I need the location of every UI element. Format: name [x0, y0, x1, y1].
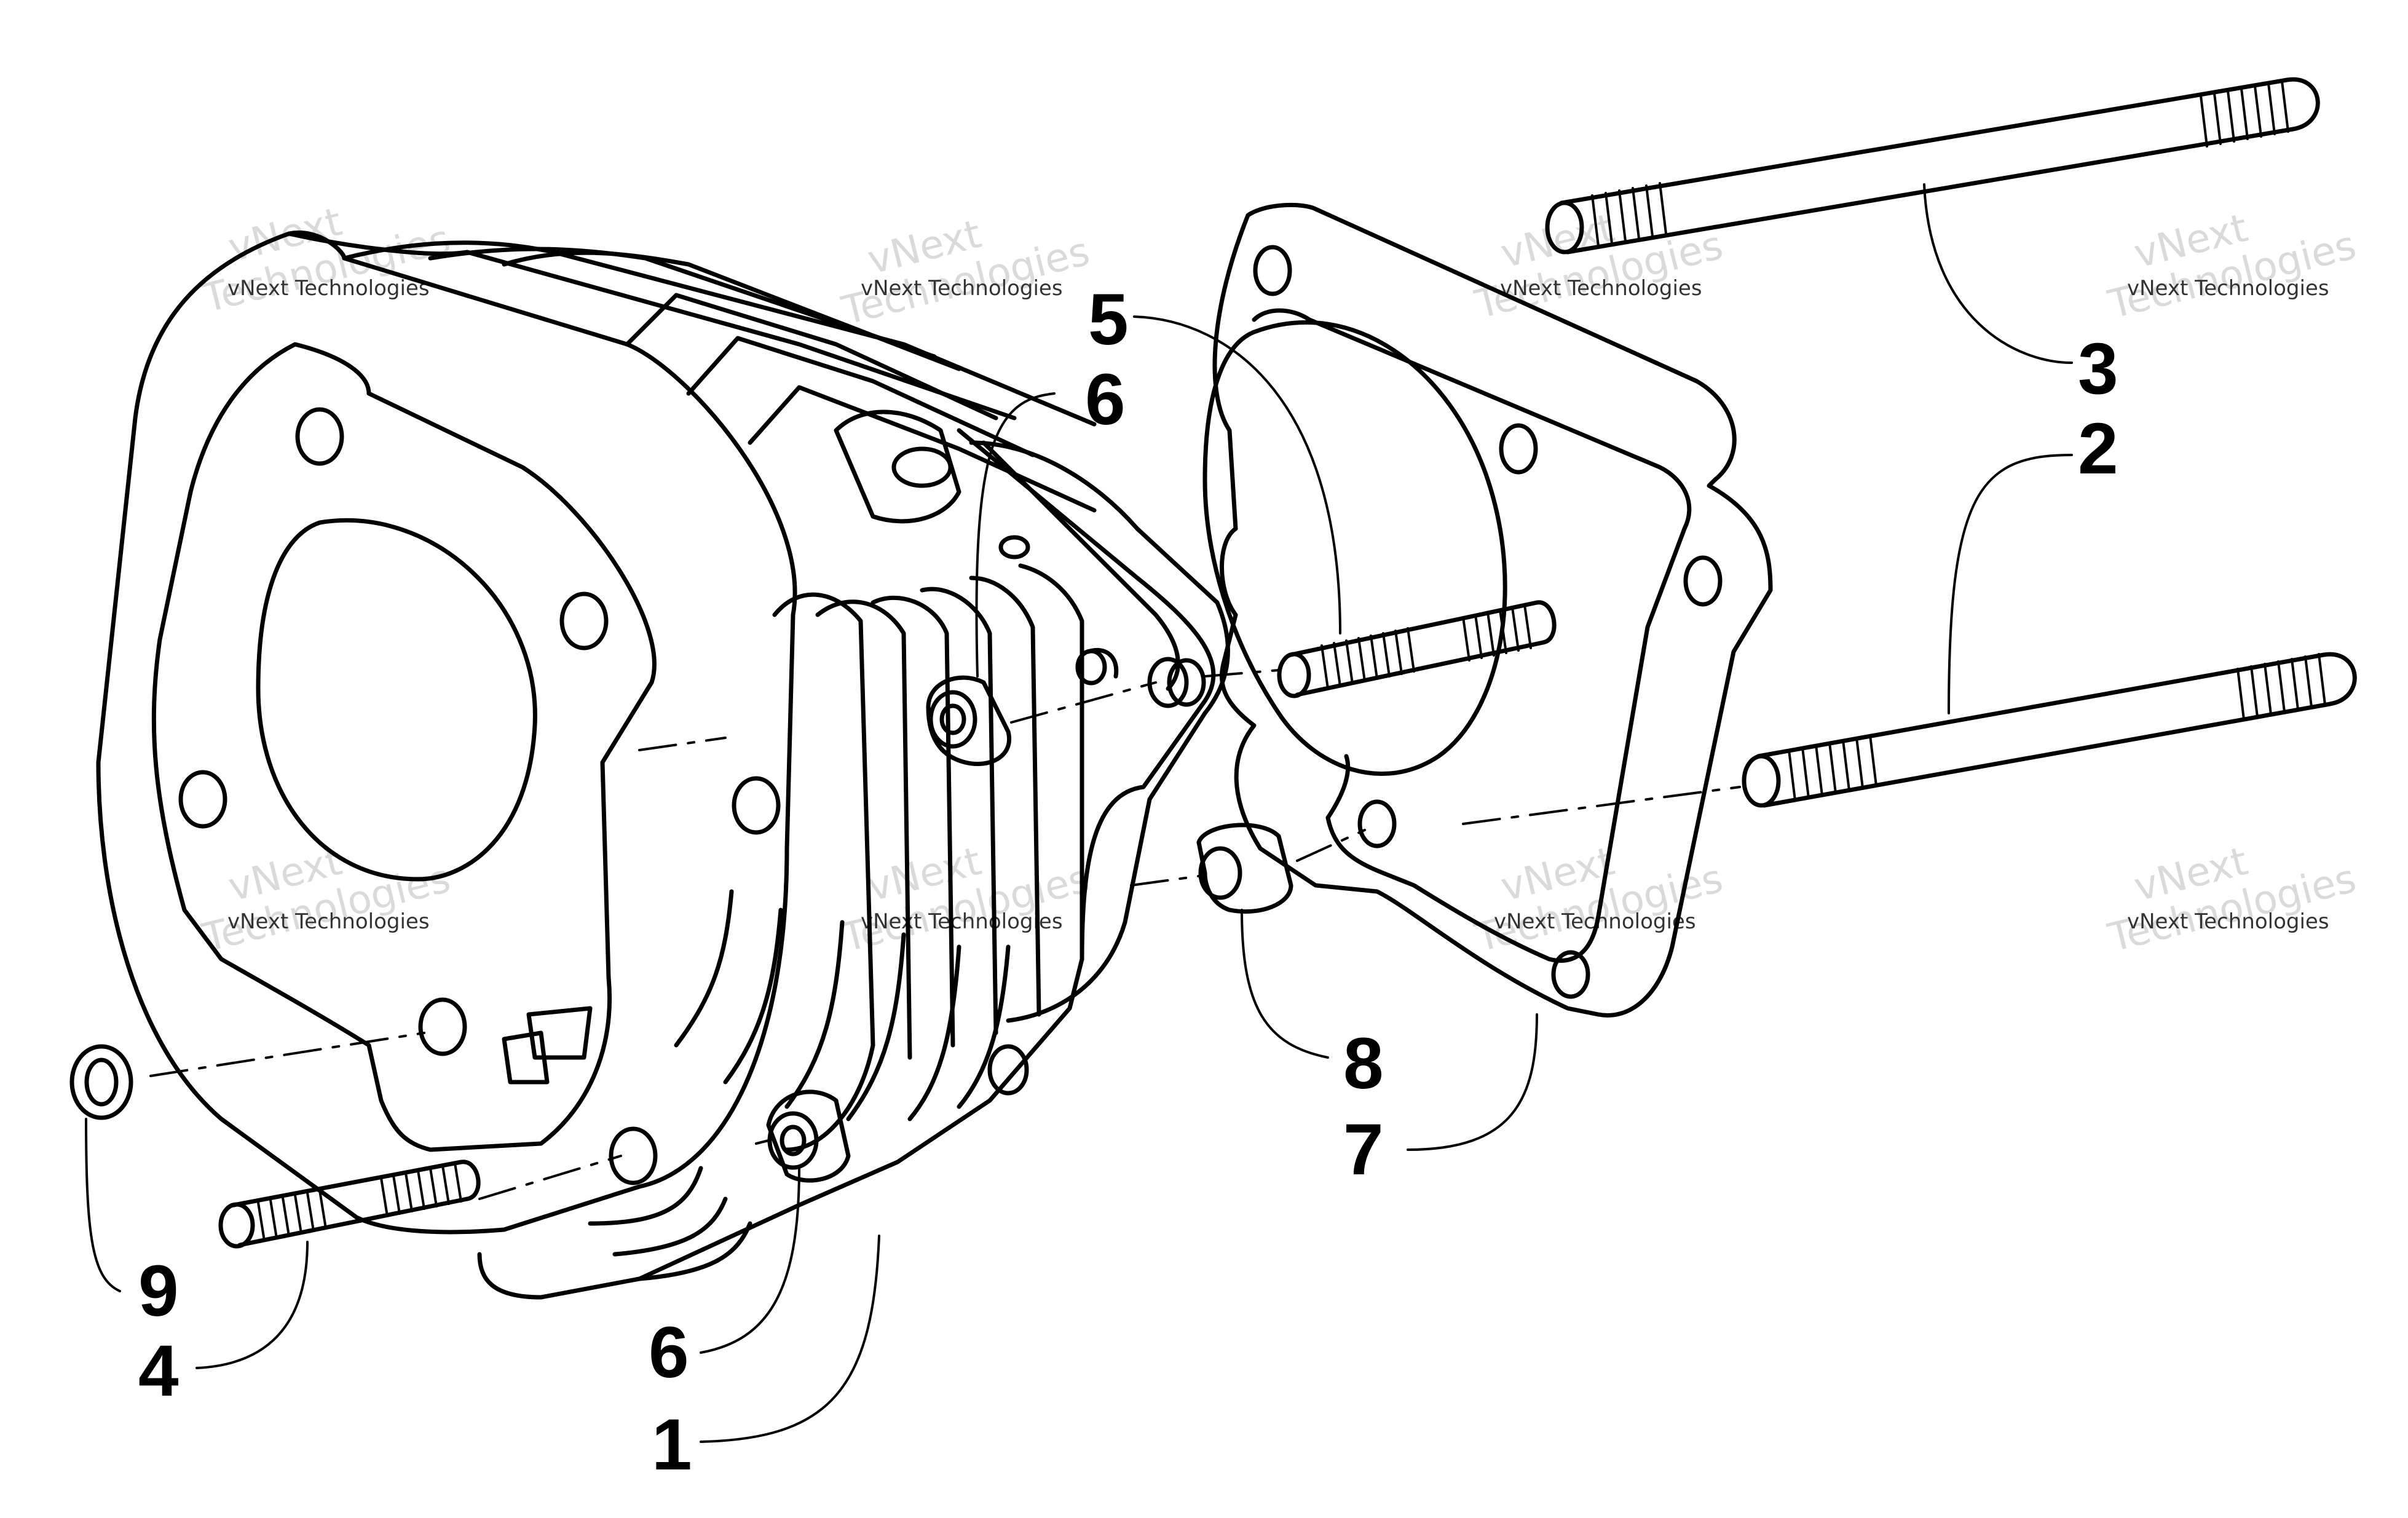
callout-label-2: 2	[2078, 408, 2118, 489]
watermark-small: vNext Technologies	[861, 909, 1063, 934]
leader-lines	[85, 183, 2073, 1443]
cylinder-block	[96, 230, 1230, 1300]
callout-label-3: 3	[2078, 328, 2118, 409]
alignment-lines	[149, 669, 1741, 1200]
watermark-small: vNext Technologies	[227, 909, 430, 934]
stud-bolt-item-5	[1277, 600, 1557, 698]
callout-label-7: 7	[1343, 1109, 1384, 1190]
watermark-small: vNext Technologies	[2127, 909, 2329, 934]
watermark-small: vNext Technologies	[227, 276, 430, 301]
callout-label-9: 9	[138, 1251, 179, 1332]
stud-bolt-item-2	[1742, 652, 2357, 808]
callout-labels: 5 6 3 2 8 7 9 4 6 1	[138, 279, 2118, 1485]
callout-label-8: 8	[1343, 1023, 1384, 1104]
callout-label-4: 4	[138, 1330, 179, 1412]
cylinder-base-gasket	[1167, 203, 1773, 1018]
dowel-item-8	[1196, 823, 1293, 914]
callout-label-5: 5	[1088, 279, 1129, 360]
callout-label-1: 1	[652, 1404, 692, 1485]
stud-bolt-item-3	[1545, 77, 2320, 255]
callout-label-6-upper: 6	[1085, 359, 1126, 440]
dowel-pin-lower	[766, 1089, 851, 1183]
dowel-pin-upper	[926, 675, 1011, 767]
watermark-small: vNext Technologies	[861, 276, 1063, 301]
watermark-small: vNext Technologies	[2127, 276, 2329, 301]
o-ring-item-9	[69, 1044, 133, 1120]
stud-bolt-item-4	[218, 1160, 481, 1249]
callout-label-6-lower: 6	[649, 1312, 689, 1393]
watermark-small: vNext Technologies	[1500, 276, 1702, 301]
